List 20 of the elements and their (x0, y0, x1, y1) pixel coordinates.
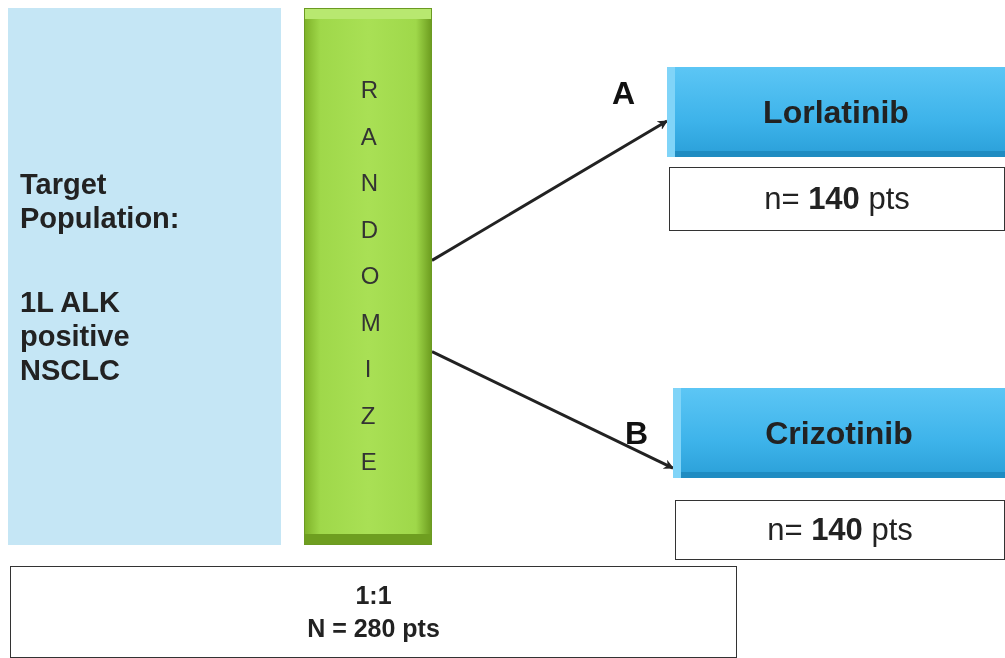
population-panel (8, 8, 281, 545)
randomize-bar (304, 8, 432, 545)
summary-text: N = 280 pts (307, 614, 440, 643)
summary-text: 1:1 (355, 581, 392, 610)
drug-name: Crizotinib (765, 414, 913, 452)
count-box (669, 167, 1005, 231)
treatment-box (667, 67, 1005, 157)
arrow (431, 350, 674, 470)
arm-letter: B (625, 415, 649, 452)
arm-letter: A (612, 75, 636, 112)
drug-name: Lorlatinib (763, 93, 909, 131)
arrow (431, 119, 668, 262)
patient-count: n= 140 pts (764, 181, 910, 217)
population-text: 1L ALK positive NSCLC (20, 284, 131, 387)
treatment-box (673, 388, 1005, 478)
population-text: Target Population: (20, 166, 181, 235)
patient-count: n= 140 pts (767, 512, 913, 548)
summary-box (10, 566, 737, 658)
count-box (675, 500, 1005, 560)
randomize-text: RANDOMIZE (359, 75, 390, 478)
